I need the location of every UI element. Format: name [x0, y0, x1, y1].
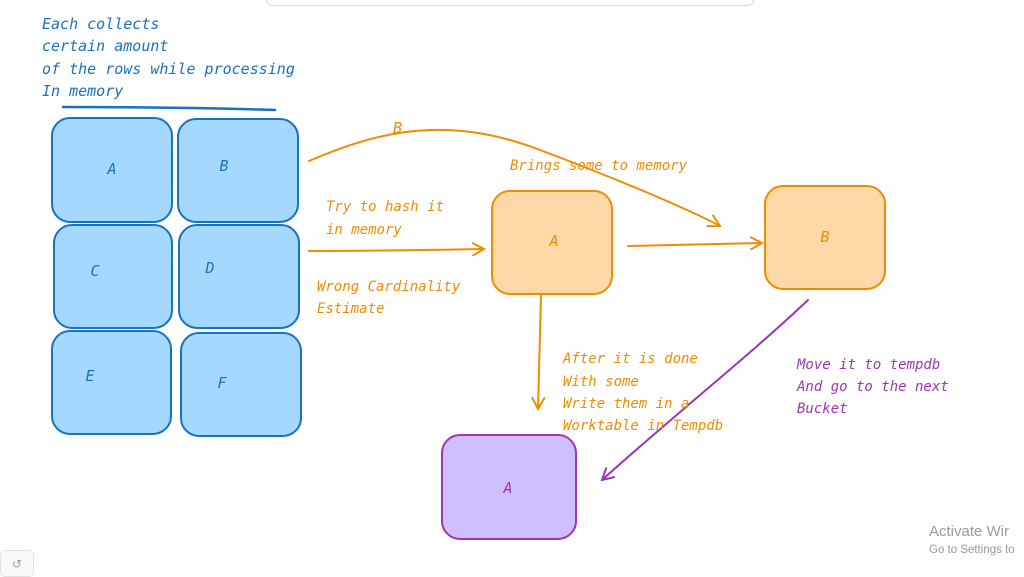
- bucket-d-label: D: [204, 259, 214, 277]
- watermark-title: Activate Wir: [929, 523, 1010, 540]
- note-top-line-4: In memory: [42, 82, 123, 100]
- activation-watermark: Activate Wir Go to Settings to: [929, 522, 1015, 558]
- arrow-a-down: [538, 294, 541, 409]
- brings-label: Brings some to memory: [510, 158, 688, 174]
- move-tempdb-line-2: And go to the next: [796, 379, 949, 395]
- arrow-b-curve: [308, 128, 720, 226]
- try-hash-line-1: Try to hash it: [326, 199, 444, 215]
- bucket-c-label: C: [90, 262, 99, 280]
- orange-box-b[interactable]: [764, 185, 886, 290]
- bucket-b[interactable]: [177, 118, 299, 223]
- bucket-a[interactable]: [51, 117, 173, 223]
- arrow-a-to-b: [627, 243, 762, 246]
- bucket-grid: A B C D E F: [51, 117, 302, 437]
- move-tempdb-line-1: Move it to tempdb: [796, 357, 940, 373]
- after-done-line-3: Write them in a: [563, 396, 689, 412]
- orange-box-a-label: A: [548, 232, 558, 250]
- bucket-f[interactable]: [180, 332, 302, 437]
- bucket-c[interactable]: [53, 224, 173, 329]
- orange-box-b-label: B: [820, 228, 829, 246]
- purple-box-a[interactable]: [441, 434, 577, 540]
- bucket-f-label: F: [217, 374, 227, 392]
- bucket-d[interactable]: [178, 224, 300, 329]
- note-top-line-3: of the rows while processing: [42, 60, 295, 78]
- note-top: Each collects certain amount of the rows…: [42, 15, 295, 100]
- bucket-b-label: B: [219, 157, 228, 175]
- purple-box-a-label: A: [502, 479, 512, 497]
- after-done-line-1: After it is done: [562, 351, 698, 367]
- wrong-card-line-1: Wrong Cardinality: [317, 279, 461, 295]
- arrow-b-label: B: [393, 119, 402, 137]
- undo-button[interactable]: ↺: [0, 550, 34, 577]
- note-underline: [61, 105, 277, 112]
- bucket-a-label: A: [106, 160, 116, 178]
- orange-box-a[interactable]: [491, 190, 613, 295]
- after-done-line-4: Worktable in Tempdb: [563, 418, 723, 434]
- arrow-to-orange-a: [308, 249, 484, 251]
- try-hash-line-2: in memory: [326, 222, 402, 238]
- move-tempdb-line-3: Bucket: [797, 401, 848, 417]
- after-done-line-2: With some: [563, 374, 639, 390]
- undo-icon: ↺: [11, 556, 23, 571]
- note-top-line-1: Each collects: [42, 15, 159, 33]
- note-top-line-2: certain amount: [42, 37, 168, 55]
- bucket-e-label: E: [85, 367, 94, 385]
- watermark-subtitle: Go to Settings to: [929, 544, 1015, 556]
- wrong-card-line-2: Estimate: [317, 301, 384, 317]
- bucket-e[interactable]: [51, 330, 172, 435]
- arrow-to-tempdb: [602, 299, 809, 480]
